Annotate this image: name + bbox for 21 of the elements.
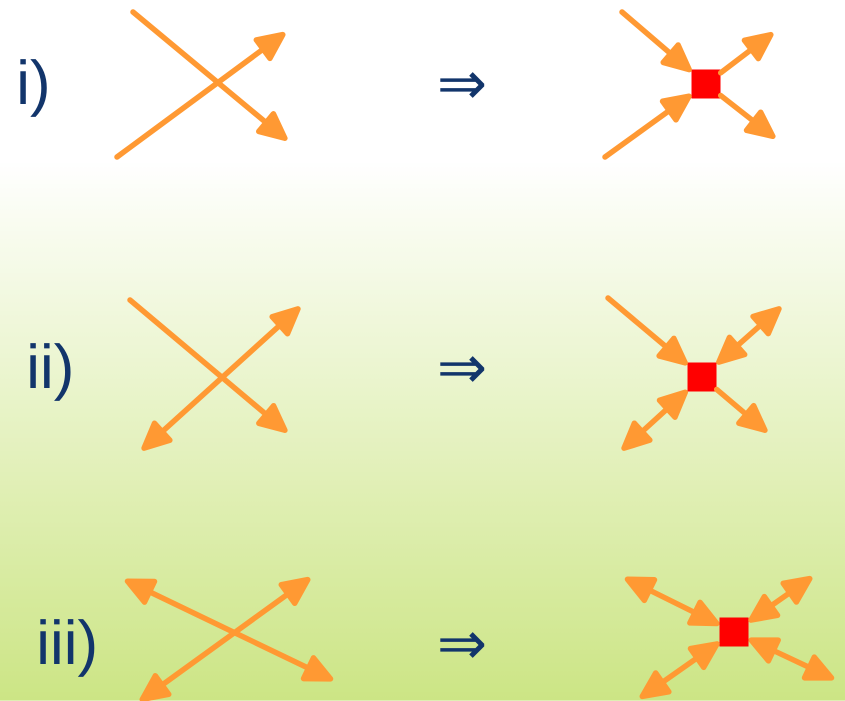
arrow <box>748 637 834 681</box>
arrow <box>602 93 692 160</box>
vertex-square <box>688 362 716 392</box>
row-label: i) <box>20 59 47 117</box>
arrow <box>624 576 720 626</box>
arrow <box>605 295 688 366</box>
arrow <box>718 92 776 140</box>
arrow <box>716 306 782 365</box>
vertex-square <box>720 618 749 646</box>
arrow <box>718 32 774 76</box>
row-label: iii) <box>40 619 94 677</box>
arrow <box>619 9 692 72</box>
implies-sign: ⇒ <box>440 356 484 382</box>
arrow <box>621 390 688 451</box>
implies-sign: ⇒ <box>440 632 484 658</box>
implies-sign: ⇒ <box>440 72 484 98</box>
row-label: ii) <box>30 343 71 401</box>
vertex-square <box>692 70 720 98</box>
arrow <box>714 386 768 433</box>
arrow <box>640 641 720 700</box>
arrow <box>748 576 813 623</box>
